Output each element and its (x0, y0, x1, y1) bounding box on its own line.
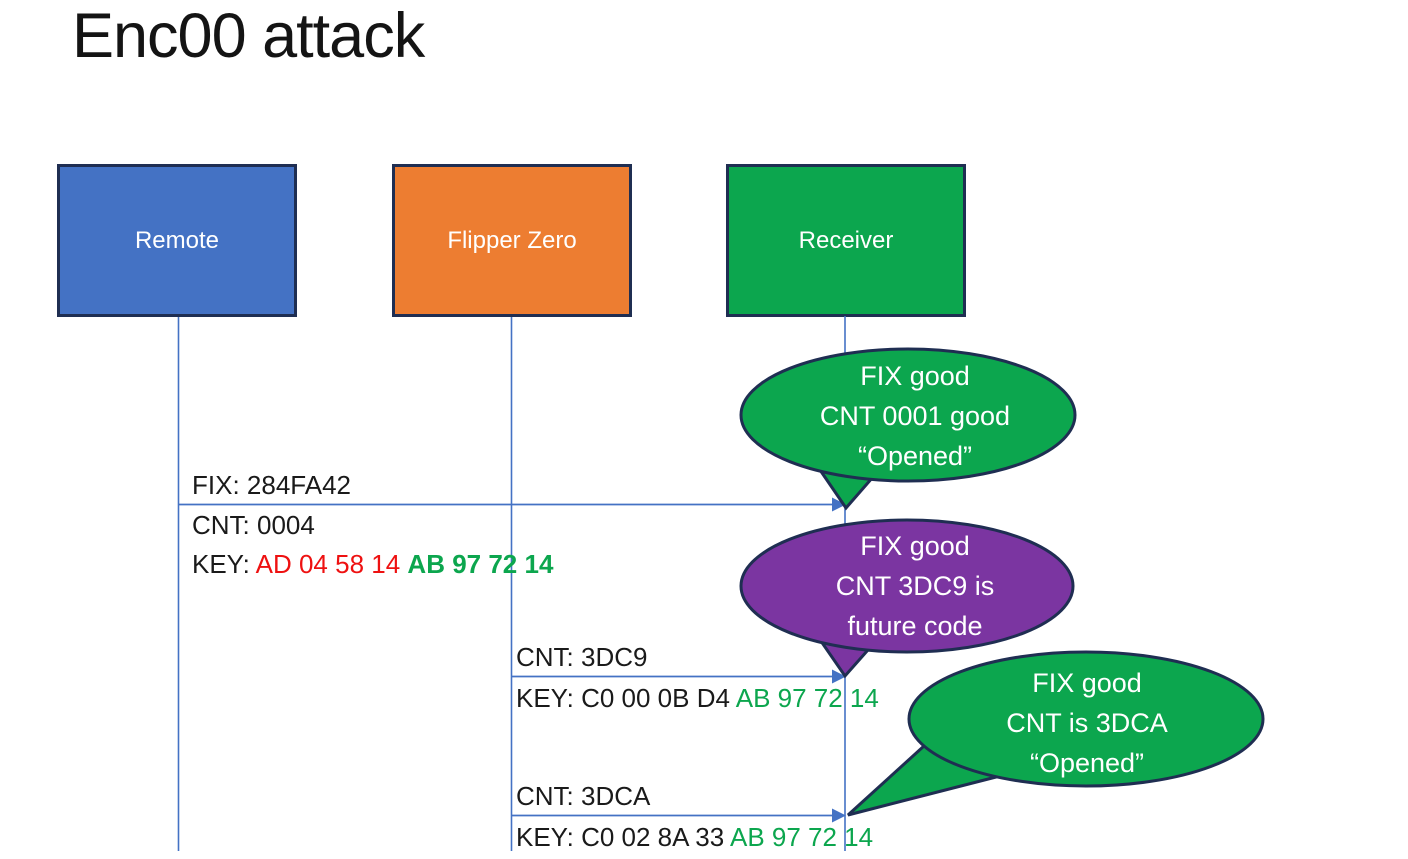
actor-box-flipper-zero: Flipper Zero (392, 164, 632, 317)
message2-key-black-bytes: C0 00 0B D4 (581, 683, 730, 713)
message1-fix-text: FIX: 284FA42 (192, 470, 351, 500)
message2-arrowhead-icon (832, 669, 846, 684)
message2-cnt-text: CNT: 3DC9 (516, 642, 648, 672)
message3-key-green-bytes: AB 97 72 14 (729, 822, 874, 852)
message3-cnt-text: CNT: 3DCA (516, 781, 651, 811)
speech-bubble-2 (739, 518, 1075, 654)
actor-label-receiver: Receiver (798, 226, 894, 254)
message3-arrowhead-icon (832, 808, 846, 823)
speech-bubble-1 (739, 347, 1077, 483)
message2-key-text: KEY: C0 00 0B D4 AB 97 72 14 (516, 683, 879, 713)
speech-bubble-3 (907, 650, 1265, 788)
message1-key-green-bytes: AB 97 72 14 (407, 549, 554, 579)
message1-arrowhead-icon (832, 497, 846, 512)
speech-bubble-2-text: FIX good CNT 3DC9 is future code (835, 531, 995, 641)
message3-key-black-bytes: C0 02 8A 33 (581, 822, 725, 852)
message1-cnt-text: CNT: 0004 (192, 510, 315, 540)
message1-key-text: KEY: AD 04 58 14 AB 97 72 14 (192, 549, 554, 579)
actor-label-remote: Remote (134, 226, 220, 254)
speech-bubble-3-text: FIX good CNT is 3DCA “Opened” (1006, 668, 1168, 778)
actor-box-remote: Remote (57, 164, 297, 317)
message2-key-green-bytes: AB 97 72 14 (735, 683, 879, 713)
message1-key-red-bytes: AD 04 58 14 (255, 549, 401, 579)
speech-bubble-1-text: FIX good CNT 0001 good “Opened” (819, 361, 1011, 471)
page-title: Enc00 attack (72, 1, 425, 71)
actor-box-receiver: Receiver (726, 164, 966, 317)
message3-key-text: KEY: C0 02 8A 33 AB 97 72 14 (516, 822, 874, 852)
actor-label-flipper-zero: Flipper Zero (447, 226, 577, 254)
